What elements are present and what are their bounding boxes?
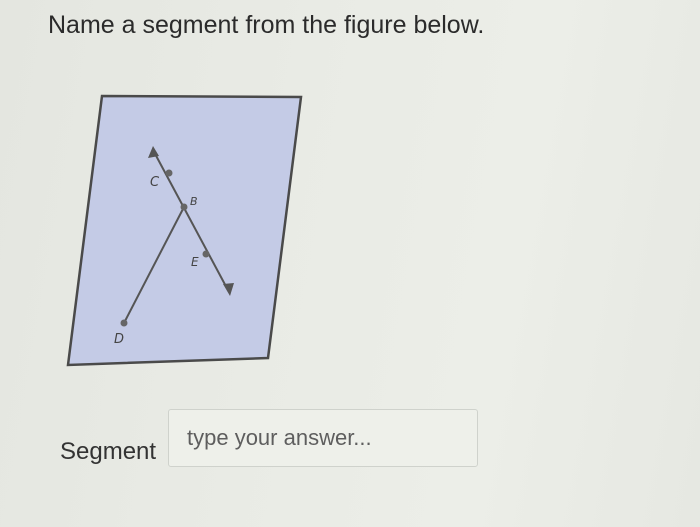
arrowhead-top xyxy=(148,146,159,158)
segment-label: Segment xyxy=(60,438,157,465)
point-b xyxy=(180,203,188,211)
plane xyxy=(66,94,303,367)
point-d xyxy=(120,319,128,327)
line-db xyxy=(123,206,185,324)
label-b: B xyxy=(190,195,198,208)
point-c xyxy=(165,169,173,177)
label-d: D xyxy=(114,332,124,347)
question-title: Name a segment from the figure below. xyxy=(48,11,485,39)
arrowhead-bottom xyxy=(223,283,234,296)
answer-input[interactable] xyxy=(168,409,478,467)
point-e xyxy=(202,250,210,258)
label-e: E xyxy=(191,255,199,269)
label-c: C xyxy=(150,175,160,190)
